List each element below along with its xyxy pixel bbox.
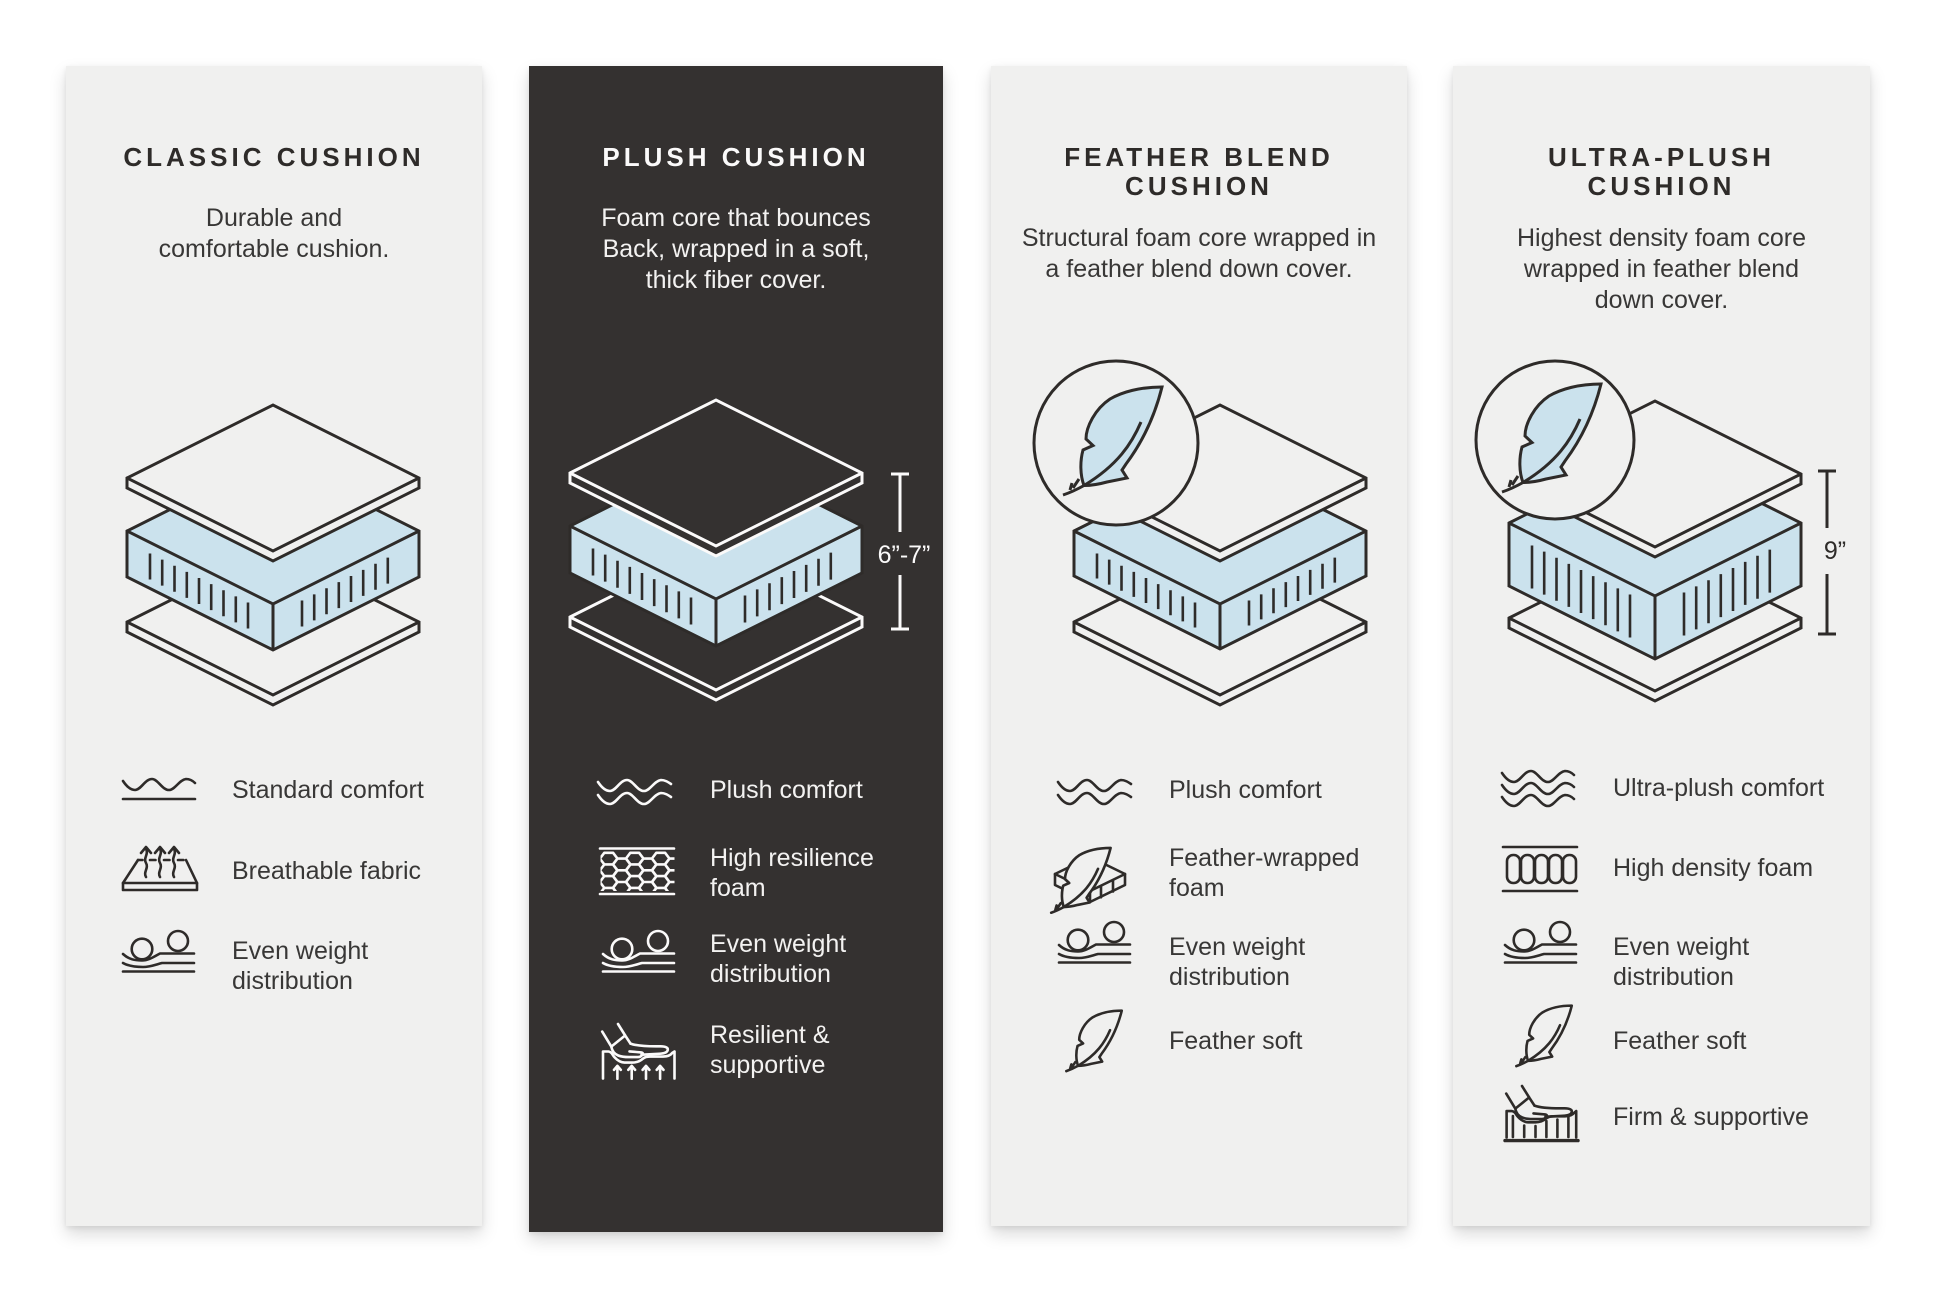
svg-text:6”-7”: 6”-7” (878, 541, 931, 569)
svg-text:9”: 9” (1824, 537, 1846, 565)
